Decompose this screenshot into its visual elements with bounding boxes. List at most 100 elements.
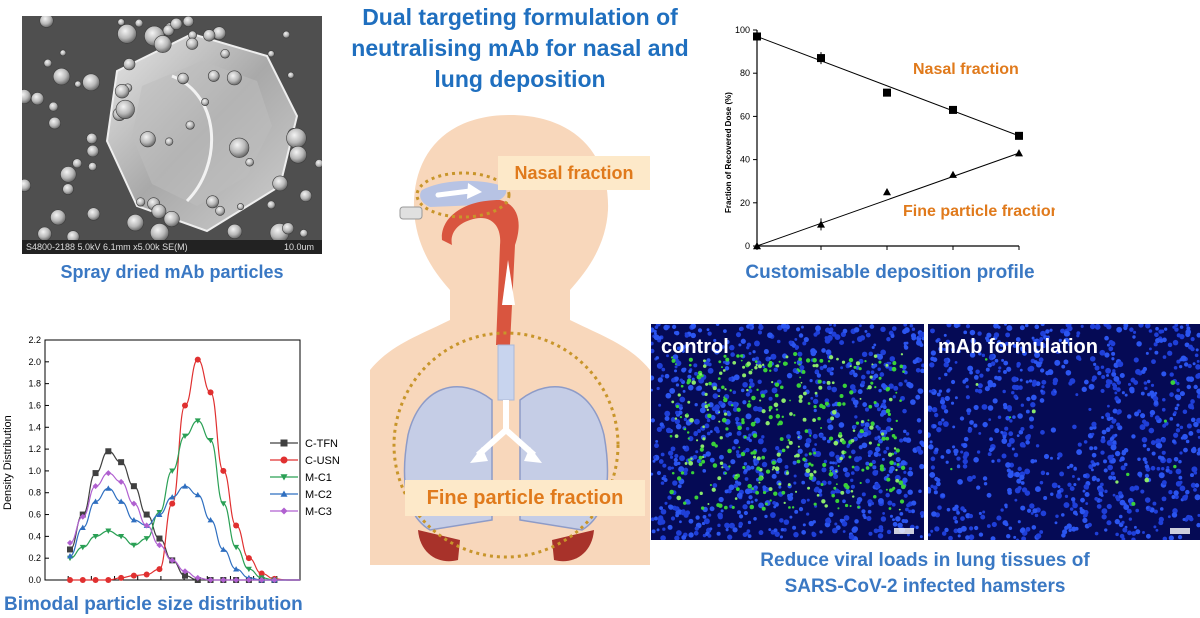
- viral-antigen-stain: [837, 464, 840, 467]
- viral-antigen-stain: [1170, 380, 1176, 385]
- nucleus-stain: [936, 392, 941, 397]
- nucleus-stain: [905, 437, 912, 443]
- nucleus-stain: [1112, 475, 1116, 480]
- viral-antigen-stain: [864, 359, 867, 363]
- nucleus-stain: [1173, 365, 1178, 370]
- size-distribution-point: [245, 555, 252, 562]
- nucleus-stain: [1079, 508, 1086, 515]
- nucleus-stain: [919, 331, 924, 338]
- nucleus-stain: [1172, 339, 1179, 346]
- nucleus-stain: [946, 389, 950, 393]
- viral-antigen-stain: [758, 476, 763, 481]
- nucleus-stain: [1112, 440, 1117, 445]
- nucleus-stain: [1018, 385, 1023, 390]
- nucleus-stain: [1030, 459, 1035, 464]
- nucleus-stain: [719, 454, 724, 460]
- viral-antigen-stain: [871, 423, 875, 427]
- nucleus-stain: [993, 332, 1000, 338]
- nucleus-stain: [709, 430, 713, 433]
- viral-antigen-stain: [787, 439, 790, 442]
- size-distribution-y-tick-label: 1.6: [28, 400, 41, 410]
- nucleus-stain: [943, 421, 949, 427]
- nucleus-stain: [1188, 516, 1194, 522]
- sem-particle: [186, 37, 199, 50]
- viral-antigen-stain: [725, 357, 730, 362]
- sem-particle: [226, 70, 242, 86]
- nucleus-stain: [1182, 433, 1188, 440]
- viral-antigen-stain: [771, 381, 774, 384]
- nucleus-stain: [797, 448, 803, 454]
- nucleus-stain: [999, 348, 1003, 353]
- viral-antigen-stain: [880, 432, 885, 436]
- viral-antigen-stain: [902, 370, 905, 374]
- nucleus-stain: [687, 384, 694, 391]
- nucleus-stain: [1140, 391, 1145, 396]
- nucleus-stain: [664, 416, 670, 422]
- viral-antigen-stain: [749, 504, 755, 510]
- viral-antigen-stain: [712, 386, 717, 391]
- size-distribution-point: [92, 533, 99, 540]
- sem-particle: [82, 73, 100, 92]
- nucleus-stain: [800, 498, 807, 505]
- nucleus-stain: [1169, 372, 1174, 377]
- nucleus-stain: [1114, 391, 1118, 395]
- nucleus-stain: [1069, 463, 1074, 468]
- nucleus-stain: [1129, 485, 1136, 492]
- nucleus-stain: [1135, 508, 1140, 513]
- nucleus-stain: [1126, 508, 1132, 514]
- size-distribution-point: [220, 546, 227, 552]
- nucleus-stain: [796, 430, 801, 435]
- nucleus-stain: [834, 461, 838, 465]
- nucleus-stain: [930, 484, 934, 489]
- nucleus-stain: [873, 528, 879, 534]
- viral-antigen-stain: [893, 436, 897, 440]
- nucleus-stain: [1175, 428, 1181, 433]
- viral-antigen-stain: [831, 493, 835, 498]
- viral-antigen-stain: [871, 363, 874, 366]
- viral-antigen-stain: [674, 417, 678, 420]
- viral-antigen-stain: [774, 466, 780, 472]
- nucleus-stain: [792, 460, 797, 465]
- viral-antigen-stain: [808, 452, 812, 456]
- sem-particle: [170, 17, 183, 30]
- nucleus-stain: [742, 504, 748, 510]
- nucleus-stain: [1144, 386, 1148, 391]
- nucleus-stain: [651, 375, 655, 381]
- nucleus-stain: [738, 514, 744, 519]
- viral-antigen-stain: [759, 399, 762, 402]
- nucleus-stain: [960, 525, 967, 532]
- nucleus-stain: [965, 385, 969, 389]
- nucleus-stain: [816, 373, 822, 378]
- viral-antigen-stain: [793, 361, 797, 364]
- nucleus-stain: [724, 489, 729, 494]
- viral-antigen-stain: [778, 482, 782, 486]
- nucleus-stain: [725, 528, 729, 532]
- size-distribution-point: [271, 577, 278, 583]
- nucleus-stain: [837, 489, 841, 494]
- nucleus-stain: [919, 511, 924, 517]
- treated-label: mAb formulation: [938, 336, 1098, 358]
- nucleus-stain: [674, 535, 680, 540]
- nucleus-stain: [1103, 468, 1108, 473]
- nucleus-stain: [874, 482, 880, 489]
- viral-antigen-stain: [855, 361, 861, 366]
- viral-antigen-stain: [1173, 464, 1177, 469]
- nucleus-stain: [1187, 403, 1194, 410]
- viral-antigen-stain: [758, 481, 761, 484]
- nucleus-stain: [970, 338, 976, 344]
- nucleus-stain: [965, 395, 970, 400]
- deposition-y-tick-label: 80: [740, 68, 750, 78]
- nucleus-stain: [1104, 528, 1108, 532]
- viral-antigen-stain: [684, 462, 688, 465]
- nucleus-stain: [930, 350, 936, 356]
- nucleus-stain: [676, 346, 681, 351]
- size-distribution-y-tick-label: 0.0: [28, 575, 41, 585]
- viral-antigen-stain: [690, 457, 693, 460]
- nucleus-stain: [748, 351, 752, 355]
- nucleus-stain: [660, 452, 665, 457]
- nucleus-stain: [1040, 470, 1046, 476]
- nucleus-stain: [682, 389, 686, 393]
- nucleus-stain: [755, 356, 759, 361]
- nucleus-stain: [977, 383, 983, 389]
